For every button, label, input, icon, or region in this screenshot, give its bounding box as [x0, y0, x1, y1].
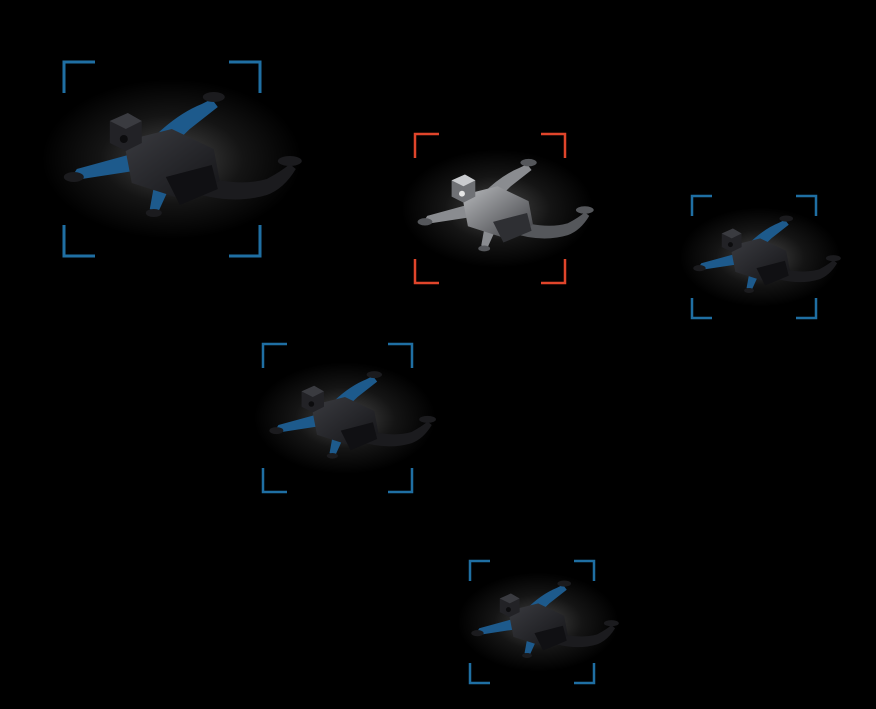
drone-rotor-rear	[366, 371, 383, 379]
bracket-top-left	[261, 342, 287, 368]
drone-camera-lens	[505, 607, 511, 613]
drone-icon	[457, 572, 619, 672]
drone-rotor-left	[269, 427, 284, 435]
bracket-top-right	[541, 132, 567, 158]
drone-camera-top	[721, 228, 742, 239]
drone-rotor-right	[575, 206, 594, 214]
drone-camera-lens	[727, 242, 733, 248]
drone-rotor-front	[478, 245, 491, 252]
bracket-top-right	[796, 194, 818, 216]
bracket-bottom-right	[796, 298, 818, 320]
drone-rotor-rear	[202, 92, 225, 102]
drone-battery	[534, 625, 567, 651]
drone-arm-left	[274, 414, 319, 432]
bracket-top-left	[690, 194, 712, 216]
drone-arm-front	[329, 437, 343, 456]
bracket-bottom-right	[388, 468, 414, 494]
bracket-bottom-right	[229, 225, 262, 258]
drone-icon	[401, 149, 594, 268]
drone-battery	[493, 212, 532, 243]
drone-rotor-left	[63, 172, 84, 182]
drone-rotor-right	[419, 415, 436, 423]
targets-layer	[41, 60, 841, 685]
drone-rotor-rear	[779, 215, 794, 222]
drone-rotor-rear	[520, 158, 537, 167]
bracket-bottom-right	[541, 259, 567, 285]
drone-icon	[253, 362, 436, 474]
drone-rotor-right	[277, 156, 302, 166]
drone-arm-front	[149, 187, 168, 213]
drone-arm-left	[698, 253, 737, 270]
bracket-top-right	[229, 60, 262, 93]
drone-arm-front	[481, 229, 495, 249]
drone-battery	[340, 422, 378, 451]
bracket-bottom-right	[574, 663, 596, 685]
drone-icon	[41, 79, 302, 239]
drone-rotor-right	[825, 255, 841, 262]
bracket-bottom-left	[62, 225, 95, 258]
drone-rotor-left	[417, 218, 433, 226]
bracket-top-left	[413, 132, 439, 158]
bracket-bottom-left	[690, 298, 712, 320]
drone-target-3[interactable]	[679, 194, 841, 320]
drone-target-1[interactable]	[41, 60, 302, 258]
drone-rotor-left	[471, 630, 484, 637]
drone-rotor-rear	[557, 580, 572, 587]
drone-rotor-right	[603, 620, 619, 627]
drone-rotor-left	[693, 265, 706, 272]
drone-icon	[679, 207, 841, 307]
drone-target-4[interactable]	[253, 342, 436, 494]
bracket-top-left	[468, 559, 490, 581]
drone-rotor-front	[744, 288, 754, 293]
drone-rotor-front	[326, 453, 338, 459]
drone-camera-lens	[308, 401, 315, 407]
bracket-bottom-left	[261, 468, 287, 494]
drone-camera-top	[109, 113, 142, 129]
drone-camera-lens	[119, 135, 128, 143]
bracket-top-right	[574, 559, 596, 581]
drone-target-5[interactable]	[457, 559, 619, 685]
drone-arm-left	[71, 154, 134, 179]
drone-battery	[165, 165, 218, 205]
drone-arm-left	[423, 204, 470, 224]
drone-camera-top	[499, 593, 520, 604]
bracket-bottom-left	[468, 663, 490, 685]
bracket-bottom-left	[413, 259, 439, 285]
drone-rotor-front	[522, 653, 532, 658]
bracket-top-left	[62, 60, 95, 93]
drone-rotor-front	[145, 209, 162, 217]
drone-target-2[interactable]	[401, 132, 594, 285]
drone-camera-lens	[459, 190, 465, 197]
drone-arm-left	[476, 618, 515, 635]
drone-arm-front	[746, 274, 758, 291]
drone-battery	[756, 260, 789, 286]
drone-arm-front	[524, 639, 536, 656]
drone-camera-top	[451, 174, 476, 187]
bracket-top-right	[388, 342, 414, 368]
